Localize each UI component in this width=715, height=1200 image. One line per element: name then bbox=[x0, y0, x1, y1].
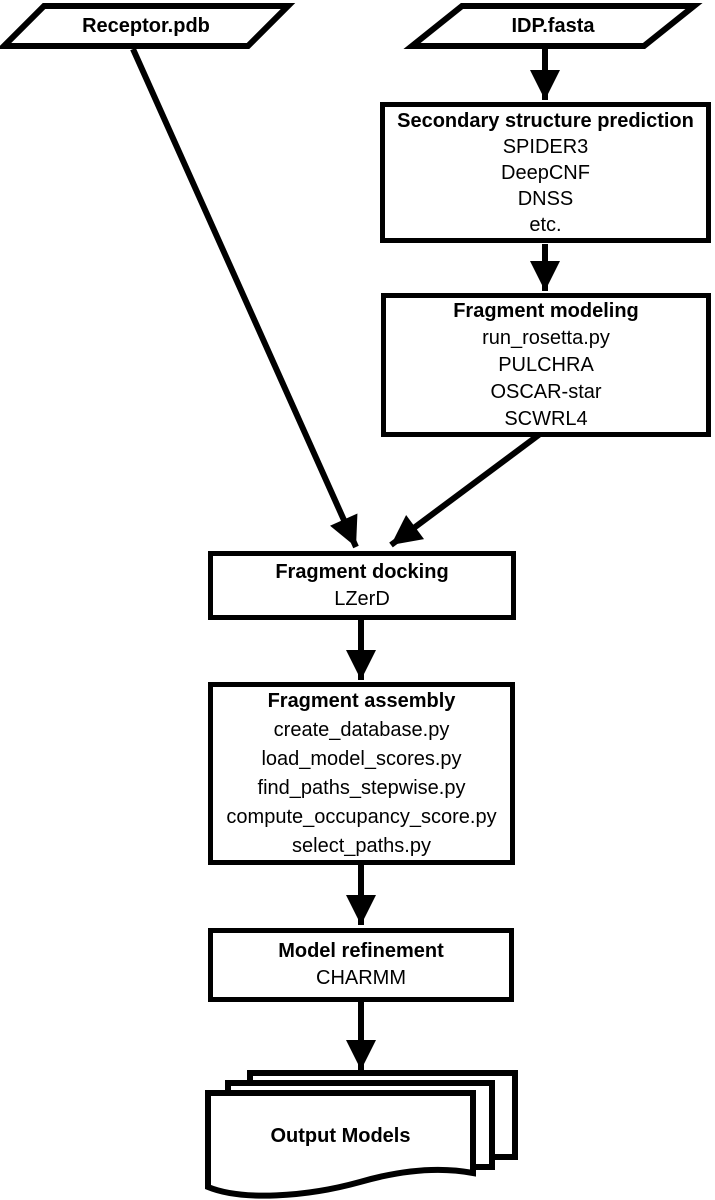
output-models-label: Output Models bbox=[270, 1125, 411, 1147]
node-title: Fragment modeling bbox=[453, 299, 639, 322]
receptor-label: Receptor.pdb bbox=[82, 15, 210, 37]
node-item: PULCHRA bbox=[498, 353, 594, 376]
node-item: etc. bbox=[529, 213, 562, 236]
node-item: DeepCNF bbox=[501, 161, 590, 184]
node-item: LZerD bbox=[334, 587, 390, 610]
node-item: CHARMM bbox=[316, 967, 406, 989]
node-item: compute_occupancy_score.py bbox=[226, 805, 497, 828]
node-title: Secondary structure prediction bbox=[397, 109, 694, 132]
edge-receptor-to-fragment-docking bbox=[130, 47, 359, 549]
node-fragment-docking: Fragment docking LZerD bbox=[208, 551, 516, 620]
idp-fasta-label: IDP.fasta bbox=[511, 15, 595, 37]
node-item: SPIDER3 bbox=[502, 135, 589, 158]
node-item: select_paths.py bbox=[292, 834, 431, 857]
node-title: Fragment docking bbox=[275, 560, 449, 583]
node-fragment-assembly: Fragment assembly create_database.py loa… bbox=[208, 682, 515, 865]
edge-fragment-modeling-to-fragment-docking bbox=[389, 431, 542, 548]
idp-fasta-parallelogram-shape bbox=[403, 2, 703, 49]
node-secondary-structure-prediction: Secondary structure prediction SPIDER3 D… bbox=[380, 102, 711, 243]
node-item: SCWRL4 bbox=[504, 407, 588, 430]
node-title: Model refinement bbox=[278, 940, 444, 962]
receptor-parallelogram-shape bbox=[0, 3, 296, 49]
node-model-refinement: Model refinement CHARMM bbox=[208, 928, 514, 1002]
node-item: load_model_scores.py bbox=[261, 747, 462, 770]
node-item: find_paths_stepwise.py bbox=[257, 776, 466, 799]
node-item: OSCAR-star bbox=[490, 380, 602, 403]
node-title: Fragment assembly bbox=[267, 689, 456, 712]
node-item: run_rosetta.py bbox=[482, 326, 610, 349]
node-fragment-modeling: Fragment modeling run_rosetta.py PULCHRA… bbox=[381, 293, 711, 437]
node-item: create_database.py bbox=[273, 718, 450, 741]
node-item: DNSS bbox=[517, 187, 574, 210]
output-stack-front-page bbox=[205, 1090, 476, 1199]
